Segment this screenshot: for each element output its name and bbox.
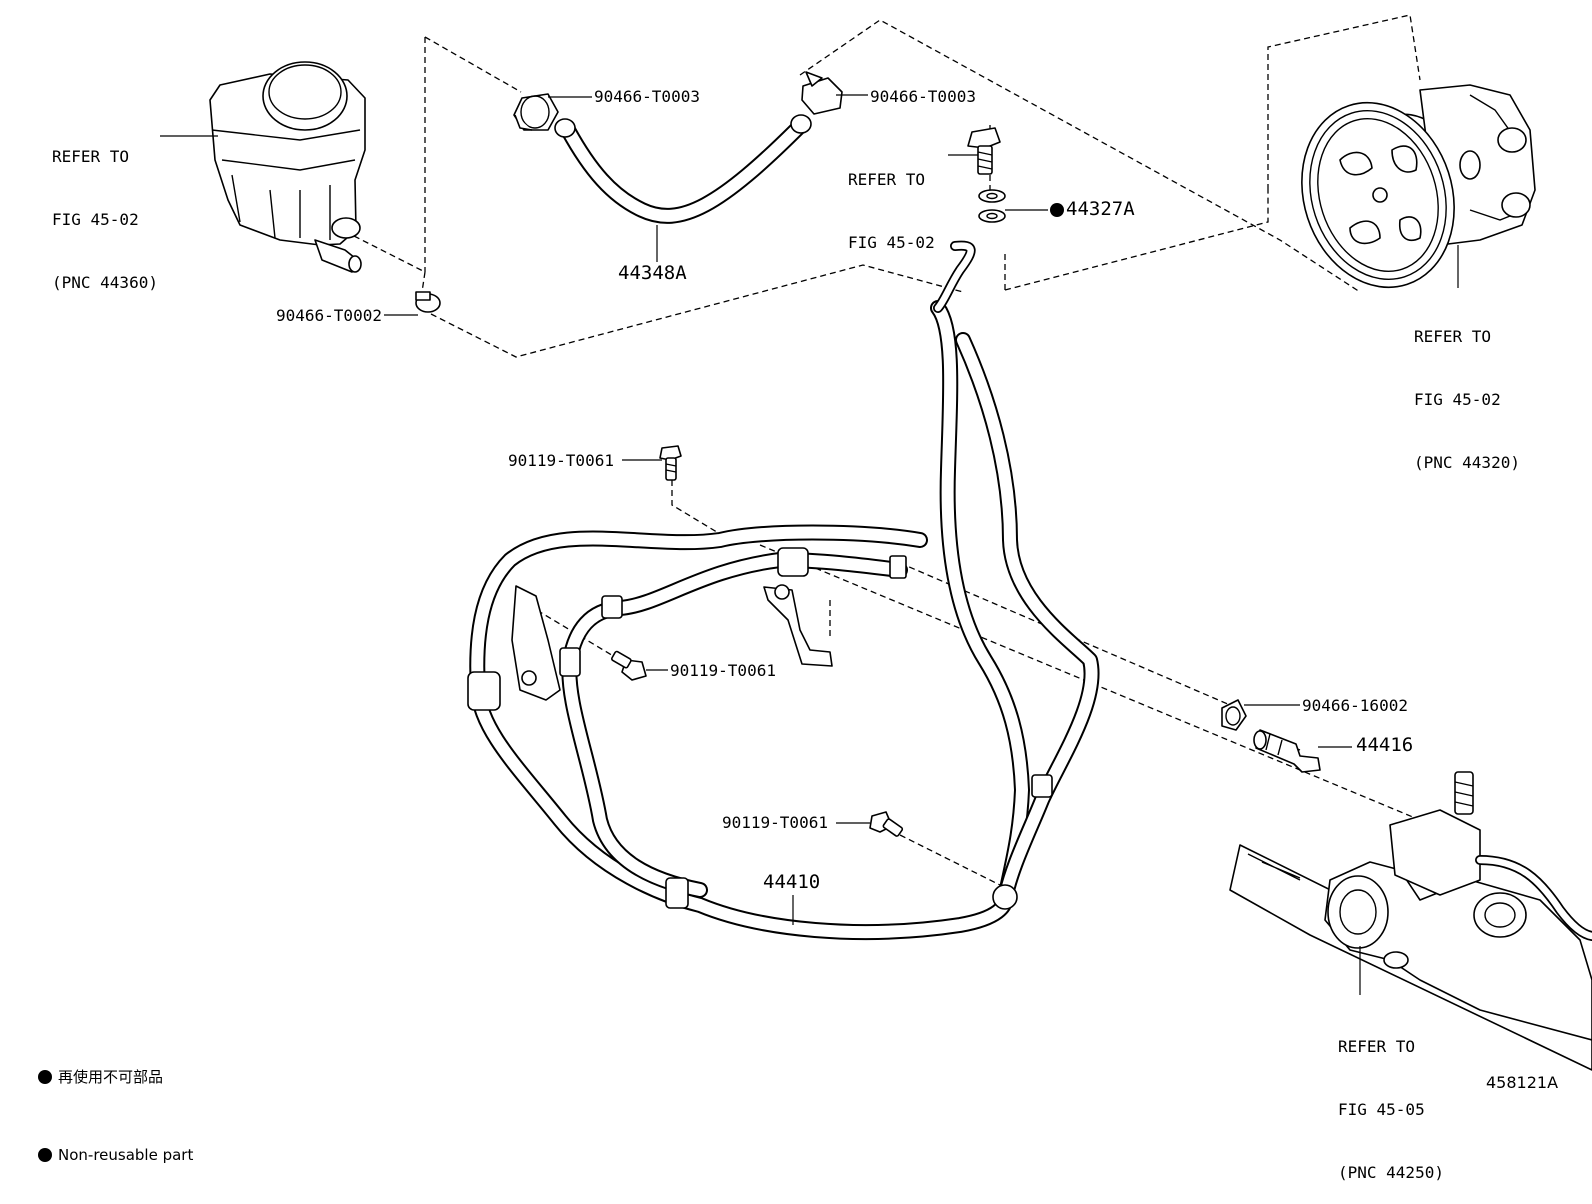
reservoir-refer-line-1: REFER TO bbox=[52, 147, 130, 166]
bolt-icon-lower bbox=[869, 811, 904, 837]
legend-row-jp: 再使用不可部品 bbox=[38, 1064, 193, 1090]
leader-lines bbox=[160, 94, 1459, 995]
reservoir-refer-label: REFER TO FIG 45-02 (PNC 44360) bbox=[52, 104, 158, 314]
union-part-label: 44416 bbox=[1356, 734, 1414, 756]
power-steering-pump bbox=[1301, 84, 1536, 289]
bolt-lower-label: 90119-T0061 bbox=[722, 813, 828, 832]
non-reusable-dot-icon bbox=[38, 1070, 52, 1084]
gasket-icon bbox=[978, 189, 1006, 223]
gear-refer-line-1: REFER TO bbox=[1338, 1037, 1416, 1056]
legend-row-en: Non-reusable part bbox=[38, 1142, 193, 1168]
figure-id: 458121A bbox=[1486, 1073, 1559, 1092]
bolt-icon-middle bbox=[611, 650, 647, 681]
bolt-refer-line-1: REFER TO bbox=[848, 170, 926, 189]
reservoir-tank bbox=[209, 61, 366, 273]
gear-refer-line-3: (PNC 44250) bbox=[1338, 1163, 1444, 1182]
pump-refer-line-3: (PNC 44320) bbox=[1414, 453, 1520, 472]
reservoir-refer-line-3: (PNC 44360) bbox=[52, 273, 158, 292]
return-hose-label: 44348A bbox=[618, 262, 687, 284]
reservoir-refer-line-2: FIG 45-02 bbox=[52, 210, 139, 229]
union-bolt-icon bbox=[967, 127, 1001, 175]
pump-refer-label: REFER TO FIG 45-02 (PNC 44320) bbox=[1414, 284, 1520, 494]
parts-diagram bbox=[160, 14, 1592, 1071]
clamp-icon-reservoir bbox=[415, 291, 441, 313]
pump-refer-line-1: REFER TO bbox=[1414, 327, 1492, 346]
steering-gear-housing bbox=[1229, 771, 1592, 1071]
gear-refer-line-2: FIG 45-05 bbox=[1338, 1100, 1425, 1119]
bolt-icon-upper bbox=[659, 445, 682, 481]
clamp-reservoir-label: 90466-T0002 bbox=[276, 306, 382, 325]
legend: 再使用不可部品 Non-reusable part bbox=[38, 1012, 193, 1194]
bolt-upper-label: 90119-T0061 bbox=[508, 451, 614, 470]
pressure-hose-assembly bbox=[467, 240, 1100, 941]
bolt-refer-line-2: FIG 45-02 bbox=[848, 233, 935, 252]
bolt-refer-label: REFER TO FIG 45-02 bbox=[848, 127, 935, 274]
clamp-top-left-label: 90466-T0003 bbox=[594, 87, 700, 106]
non-reusable-dot-icon bbox=[38, 1148, 52, 1162]
clamp-gear-label: 90466-16002 bbox=[1302, 696, 1408, 715]
legend-en-text: Non-reusable part bbox=[58, 1146, 194, 1164]
clamp-icon-top-left bbox=[513, 93, 559, 131]
gasket-part-label: 44327A bbox=[1066, 198, 1135, 220]
pump-refer-line-2: FIG 45-02 bbox=[1414, 390, 1501, 409]
legend-jp-text: 再使用不可部品 bbox=[58, 1068, 164, 1086]
clamp-icon-gear bbox=[1221, 699, 1247, 731]
clamp-top-right-label: 90466-T0003 bbox=[870, 87, 976, 106]
union-fitting-icon bbox=[1253, 729, 1321, 773]
bolt-middle-label: 90119-T0061 bbox=[670, 661, 776, 680]
dashed-guide-lines bbox=[353, 14, 1421, 891]
clamp-icon-top-right bbox=[801, 71, 843, 115]
return-hose bbox=[554, 114, 812, 224]
gear-refer-label: REFER TO FIG 45-05 (PNC 44250) bbox=[1338, 994, 1444, 1204]
pressure-hose-label: 44410 bbox=[763, 871, 821, 893]
non-reusable-marker-icon bbox=[1050, 203, 1064, 217]
